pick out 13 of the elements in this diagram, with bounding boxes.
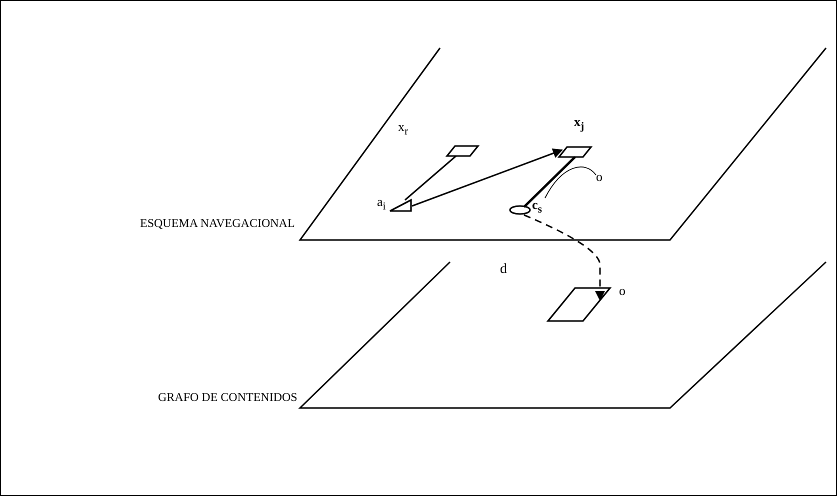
layer-label: ESQUEMA NAVEGACIONAL (140, 216, 295, 230)
node-label: a$_{i}$ (377, 195, 386, 214)
node-label: o (596, 170, 602, 184)
node-label: o (619, 284, 626, 298)
node-label: c$_{s}$ (532, 198, 542, 217)
arrow (412, 148, 563, 207)
leader-line (544, 166, 596, 198)
layer-label: GRAFO DE CONTENIDOS (158, 390, 298, 404)
connector-line (404, 155, 456, 201)
node-label: x$_{r}$ (398, 120, 408, 139)
node-label: x$_{j}$ (574, 115, 584, 134)
dashed-arrow (524, 214, 605, 301)
connector-line (523, 156, 576, 208)
